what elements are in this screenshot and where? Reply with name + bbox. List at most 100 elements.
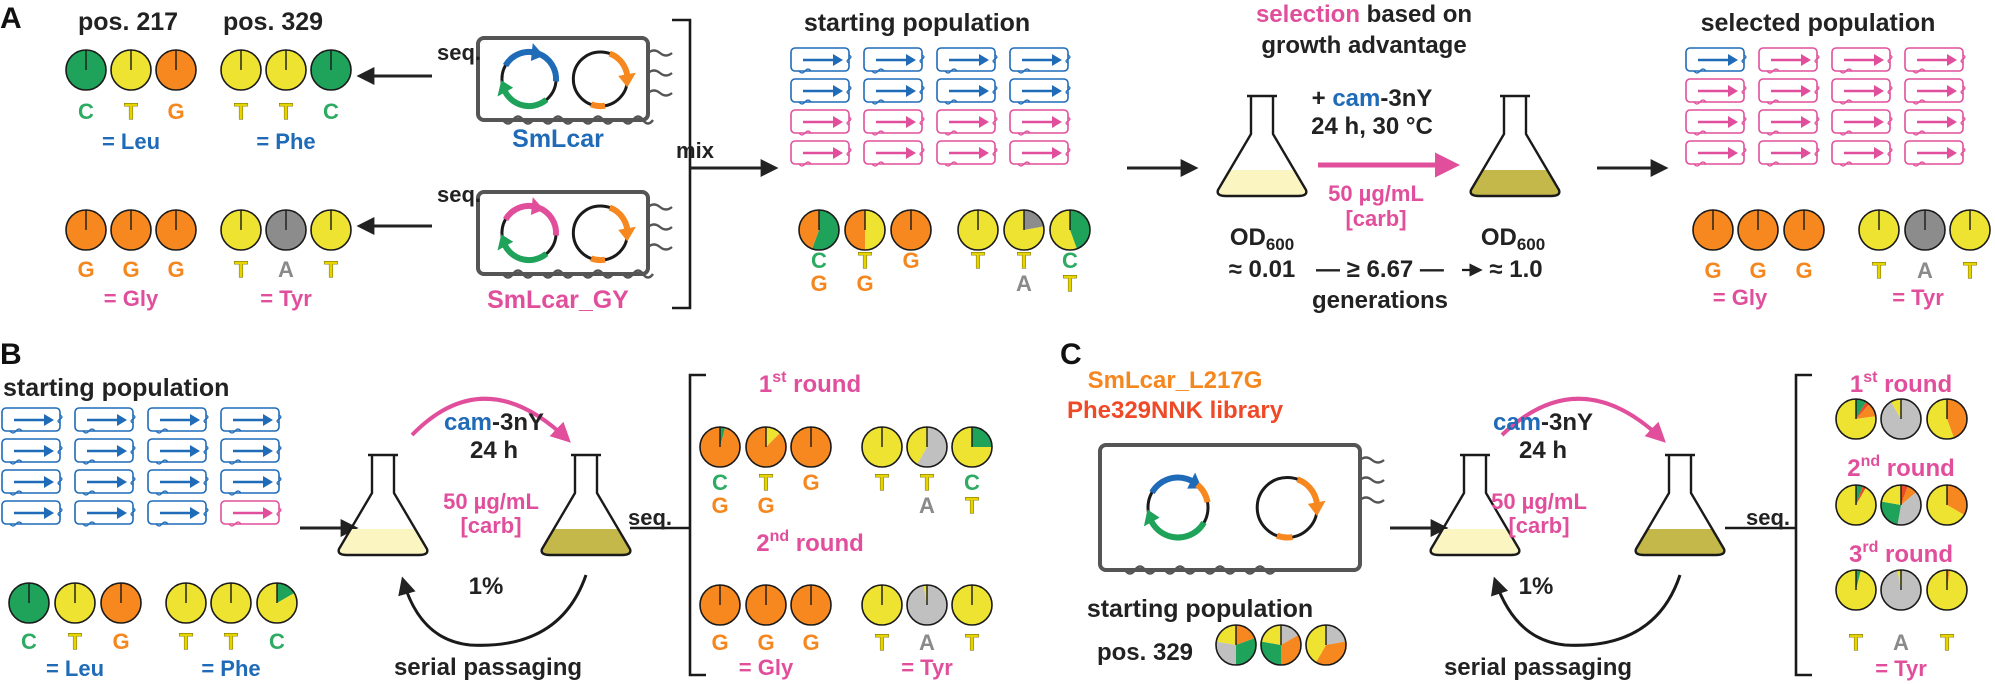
strain-smlcar-label: SmLcar bbox=[512, 125, 604, 153]
pie-slice bbox=[1856, 485, 1863, 505]
carb-concentration-b: 50 µg/mL bbox=[443, 489, 539, 514]
carb-concentration-c: 50 µg/mL bbox=[1491, 489, 1587, 514]
bacterium-cell bbox=[1009, 109, 1071, 136]
pie-outline bbox=[65, 49, 107, 91]
bacterium-outline bbox=[1098, 443, 1362, 572]
flask-end bbox=[1469, 94, 1561, 198]
cell-flagellum bbox=[1766, 161, 1780, 167]
round-1-title-c: 1st round bbox=[1850, 369, 1952, 398]
gene-arrow-head bbox=[1947, 85, 1957, 97]
nucleotide-a: A bbox=[1893, 630, 1909, 655]
culture-liquid bbox=[1470, 170, 1560, 196]
bacterium-cell bbox=[863, 109, 925, 136]
pie-r1 bbox=[699, 426, 741, 468]
bacterium-cell bbox=[1831, 109, 1893, 136]
plasmid-gene-arc bbox=[590, 101, 606, 110]
cell-flagellum bbox=[276, 476, 282, 486]
pie-outline bbox=[798, 209, 840, 251]
pie-b-c bbox=[256, 582, 298, 624]
cell-flagellum bbox=[1693, 68, 1707, 74]
pie-outline bbox=[1783, 209, 1825, 251]
gene-arrow-head bbox=[190, 507, 200, 519]
pie-c-r3 bbox=[1926, 569, 1968, 611]
plasmid-arrowhead bbox=[497, 234, 514, 251]
pie-outline bbox=[265, 209, 307, 251]
flask-start bbox=[1216, 94, 1308, 198]
pie-gly-g bbox=[155, 209, 197, 251]
flagellum bbox=[1359, 476, 1385, 484]
cell-flagellum bbox=[1912, 68, 1926, 74]
nucleotide-c: C bbox=[78, 99, 94, 124]
pie-slice bbox=[720, 427, 726, 447]
flask-outline bbox=[1469, 96, 1561, 198]
pie-pos217-g bbox=[155, 49, 197, 91]
pie-r1 bbox=[951, 426, 993, 468]
plasmid-arrowhead bbox=[618, 72, 636, 88]
cell-flagellum bbox=[992, 147, 998, 157]
pie-outline bbox=[1215, 624, 1257, 666]
pie-outline bbox=[790, 584, 832, 626]
passage-percent-b: 1% bbox=[469, 573, 504, 600]
flagellum bbox=[1359, 496, 1385, 504]
cell-flagellum bbox=[871, 161, 885, 167]
nucleotide-g: G bbox=[902, 248, 919, 273]
round-number: 1 bbox=[1850, 371, 1863, 398]
pie-outline bbox=[1305, 624, 1347, 666]
round-number: 3 bbox=[1849, 541, 1862, 568]
starting-population-title-c: starting population bbox=[1087, 595, 1313, 623]
amino-acid-tyr: = Tyr bbox=[260, 286, 312, 311]
pie-outline bbox=[1835, 398, 1877, 440]
amino-acid-phe: = Phe bbox=[256, 129, 315, 154]
cell-flagellum bbox=[203, 414, 209, 424]
strain-smlcar-gy-label: SmLcar_GY bbox=[487, 286, 629, 314]
pie-c-r1 bbox=[1926, 398, 1968, 440]
pilus bbox=[1204, 565, 1236, 575]
cell-flagellum bbox=[944, 99, 958, 105]
pie-outline bbox=[861, 426, 903, 468]
nucleotide-g: G bbox=[1795, 258, 1812, 283]
bacterium-cell bbox=[790, 78, 852, 105]
selection-condition-time: 24 h, 30 °C bbox=[1311, 113, 1433, 140]
pie-outline bbox=[1926, 398, 1968, 440]
pilus bbox=[542, 115, 574, 125]
nucleotide-t: T bbox=[875, 630, 889, 655]
codon-leu-b: C T G bbox=[21, 629, 130, 655]
panel-c: C SmLcar_L217G Phe329NNK library startin… bbox=[1060, 338, 1955, 681]
pie-c-r2 bbox=[1926, 484, 1968, 526]
pie-outline bbox=[210, 582, 252, 624]
starting-population-title-b: starting population bbox=[3, 374, 229, 402]
nucleotide-t: T bbox=[279, 99, 293, 124]
cell-flagellum bbox=[919, 116, 925, 126]
nucleotide-g: G bbox=[757, 493, 774, 518]
bacterium-cell bbox=[74, 469, 136, 496]
pie-slice bbox=[1316, 641, 1347, 665]
nucleotide-g: G bbox=[167, 99, 184, 124]
pie-outline bbox=[256, 582, 298, 624]
pilus bbox=[1164, 565, 1196, 575]
pie-outline bbox=[745, 584, 787, 626]
cam-word: cam bbox=[1493, 409, 1541, 436]
flagellum bbox=[647, 223, 673, 231]
round-2-title-c: 2nd round bbox=[1847, 453, 1955, 482]
cell-flagellum bbox=[919, 85, 925, 95]
nucleotide-t: T bbox=[1063, 271, 1077, 296]
pie-c-start bbox=[1215, 624, 1257, 666]
pilus bbox=[622, 269, 654, 279]
gene-arrow-head bbox=[1801, 147, 1811, 159]
pie-r2 bbox=[861, 584, 903, 626]
bacterium-cell bbox=[1904, 140, 1966, 167]
bacterium-cell bbox=[863, 140, 925, 167]
cam-word: cam bbox=[1332, 85, 1380, 112]
nucleotide-c: C bbox=[964, 470, 980, 495]
pie-outline bbox=[745, 426, 787, 468]
bacterium-cell bbox=[147, 500, 209, 527]
gene-arrow-head bbox=[1052, 54, 1062, 66]
cell-flagellum bbox=[57, 507, 63, 517]
bacterium-cell bbox=[863, 78, 925, 105]
pie-mixed bbox=[1049, 209, 1091, 251]
bacterium-cell bbox=[790, 140, 852, 167]
pie-outline bbox=[1260, 624, 1302, 666]
nucleotide-a: A bbox=[919, 630, 935, 655]
pie-pos329-c bbox=[310, 49, 352, 91]
gene-arrow-head bbox=[1728, 85, 1738, 97]
